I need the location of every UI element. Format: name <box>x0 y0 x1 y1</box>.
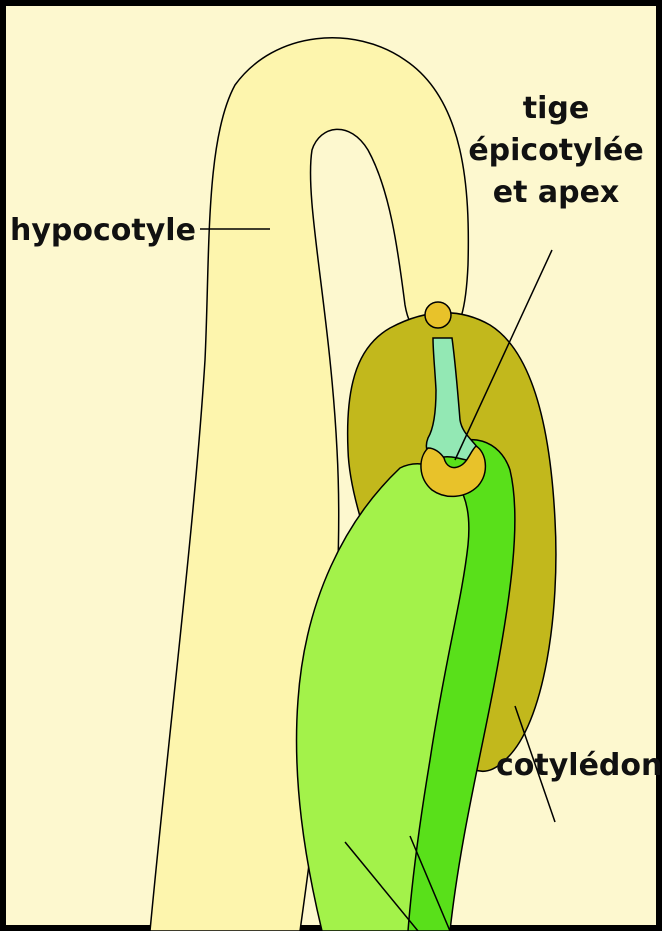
stem-label-line1: tige <box>523 91 589 126</box>
hypocotyl-label: hypocotyle <box>10 213 196 248</box>
stem-label-line3: et apex <box>493 175 620 210</box>
stem-label-line2: épicotylée <box>468 133 643 168</box>
cotyledon-label: cotylédon <box>496 748 662 783</box>
apex-dot-shape <box>425 302 451 328</box>
